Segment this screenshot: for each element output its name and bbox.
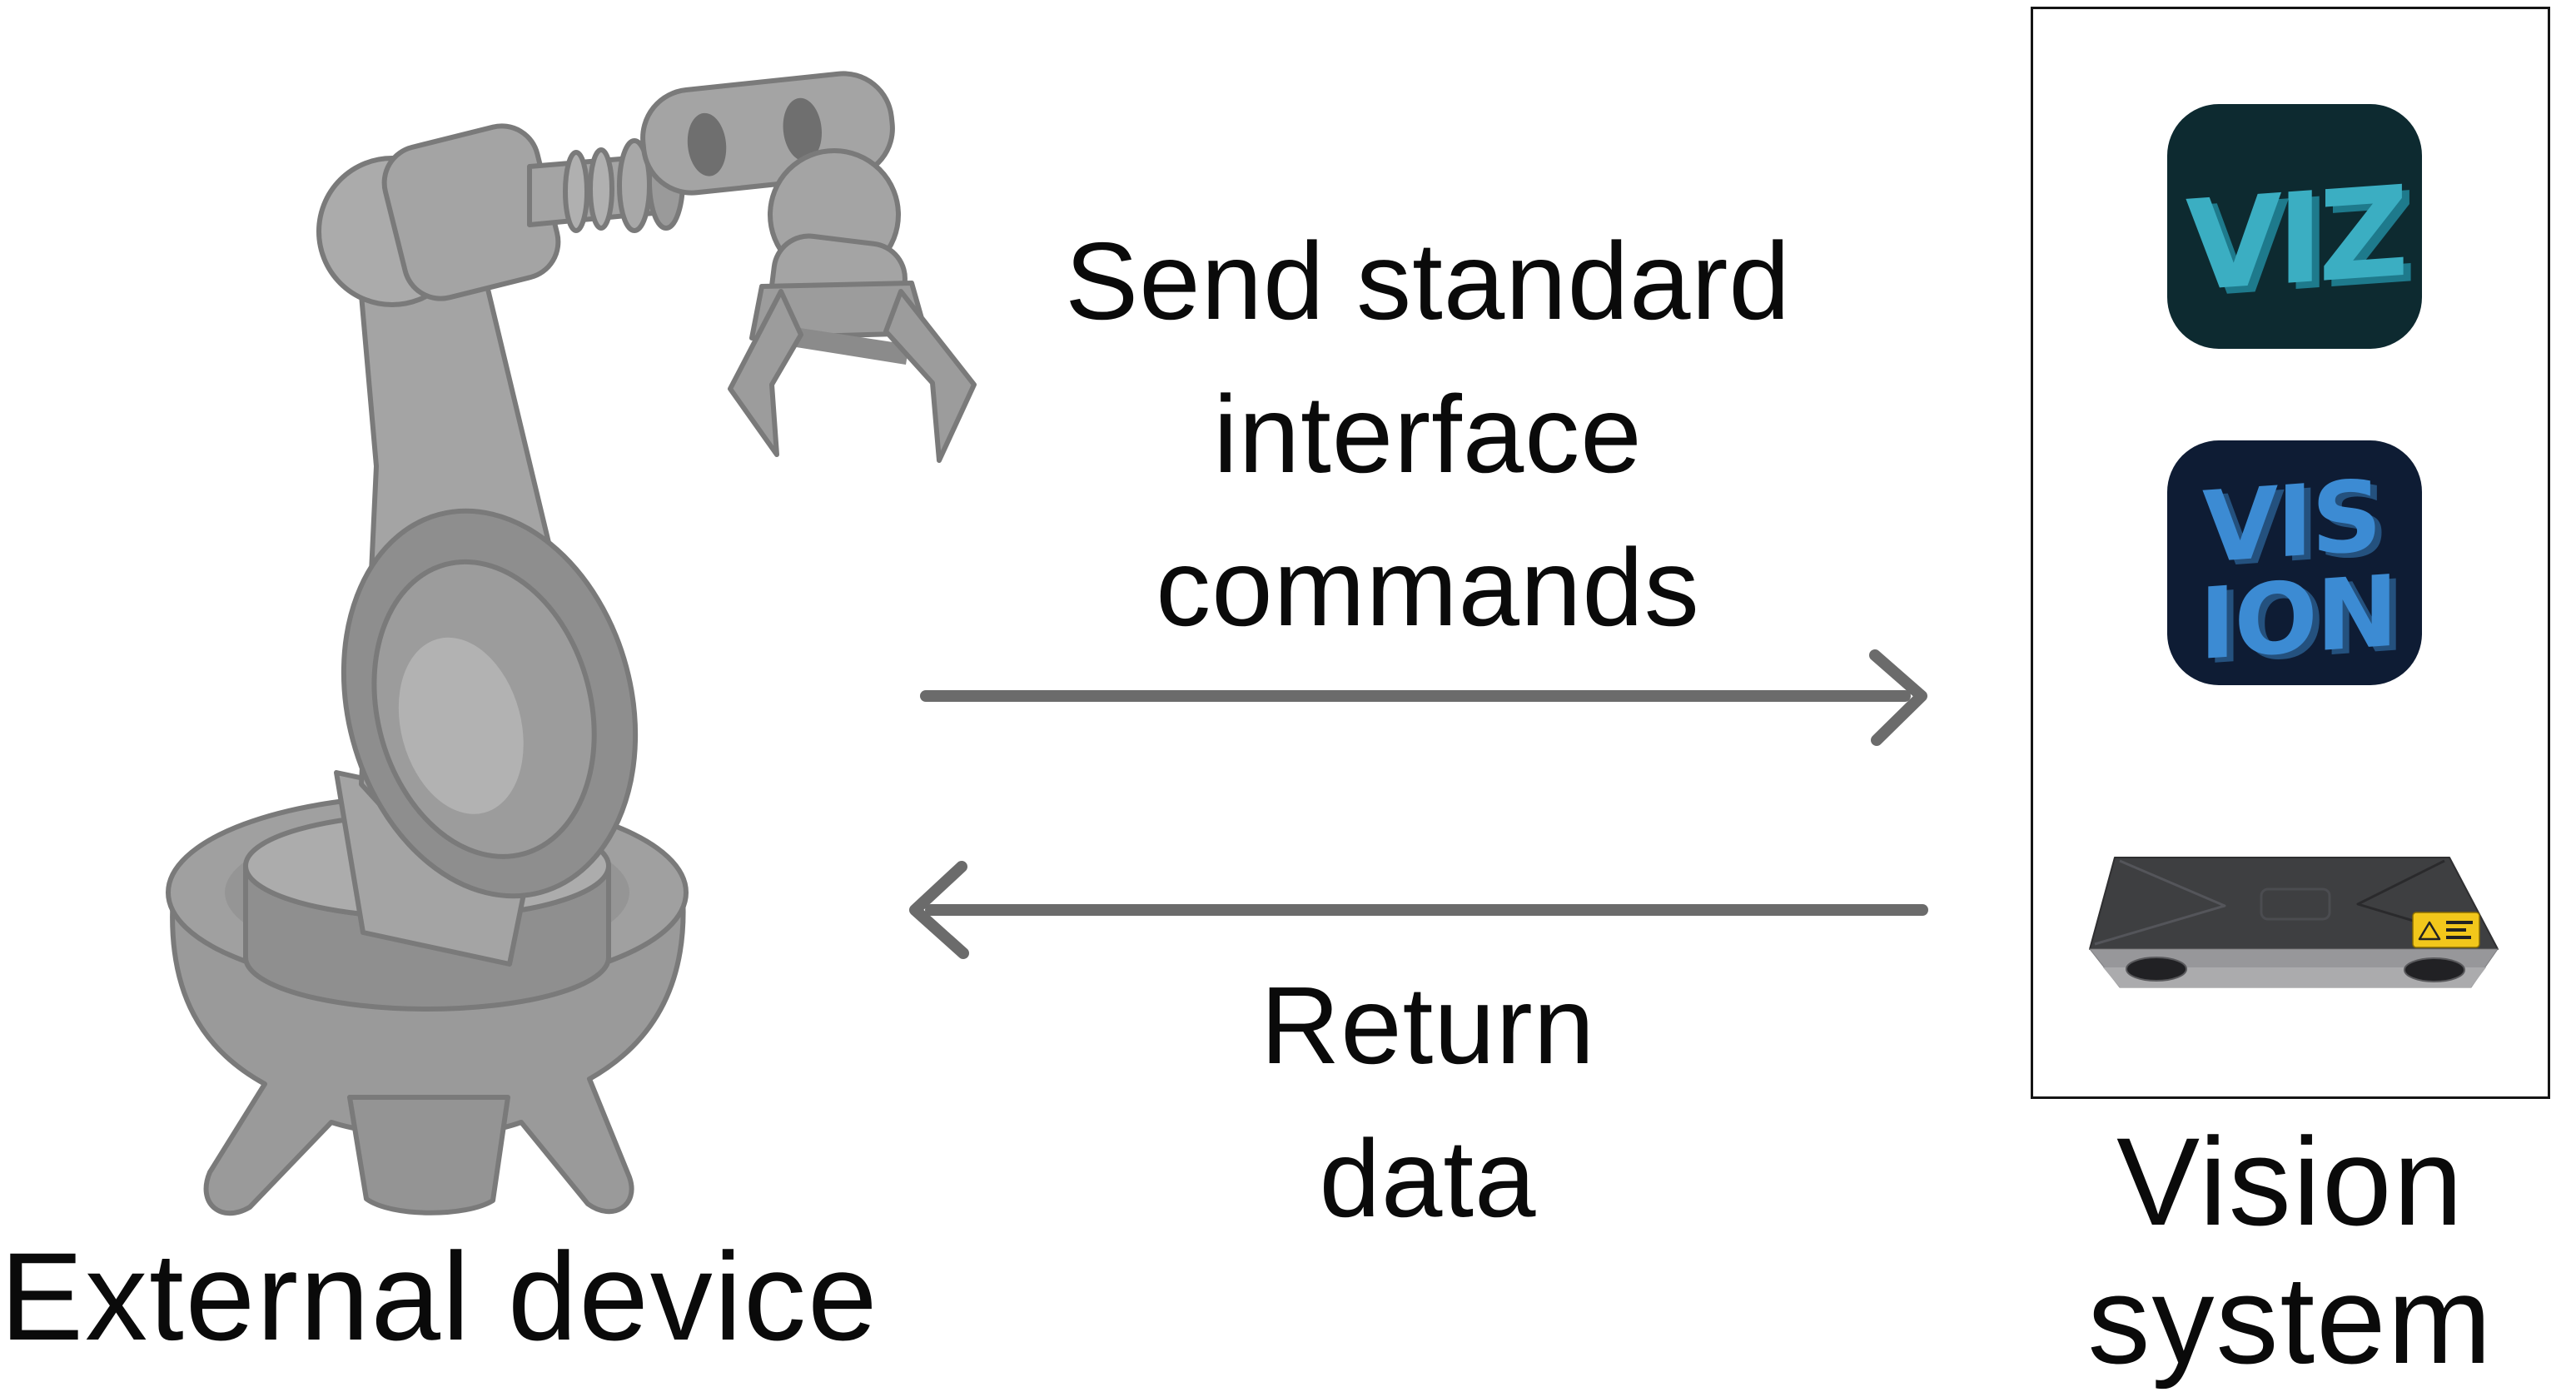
robot-gripper [728,281,977,463]
vision-letters-bottom: ION [2200,554,2397,682]
send-commands-line2: interface [1213,373,1643,495]
return-data-line2: data [1319,1117,1537,1240]
send-commands-line1: Send standard [1065,220,1791,342]
vision-system-box: VIZ VIZ VIS VIS ION ION [2031,7,2550,1099]
viz-letters-depth: VIZ [2193,166,2412,326]
camera-lens-left [2126,957,2187,982]
viz-app-icon: VIZ VIZ [2167,104,2422,349]
return-data-label: Return data [887,949,1969,1255]
arrow-left-icon [909,861,1928,959]
vision-letters-top: VIS [2202,458,2380,585]
send-commands-line3: commands [1156,526,1700,649]
return-data-line1: Return [1260,964,1596,1086]
vision-letters-bottom-depth: ION [2206,558,2404,686]
vision-system-label: Vision system [2031,1112,2550,1389]
camera-device-image [2088,857,2499,988]
vision-app-icon: VIS VIS ION ION [2167,440,2422,687]
robot-shoulder-joint [341,508,639,899]
robot-gripper-right-finger [883,289,977,463]
camera-lens-right [2404,957,2465,982]
vision-system-line1: Vision [2116,1111,2464,1251]
robot-arm-illustration [166,71,977,1216]
vision-letters-top-depth: VIS [2209,462,2387,589]
arrow-right-icon [920,649,1927,746]
robot-base-front-foot [347,1095,510,1216]
external-device-label: External device [0,1226,879,1366]
robot-gripper-left-finger [728,289,803,457]
viz-letters: VIZ [2186,160,2404,320]
vision-system-line2: system [2087,1250,2494,1390]
laser-warning-label-icon [2412,912,2480,948]
send-commands-label: Send standard interface commands [887,205,1969,664]
